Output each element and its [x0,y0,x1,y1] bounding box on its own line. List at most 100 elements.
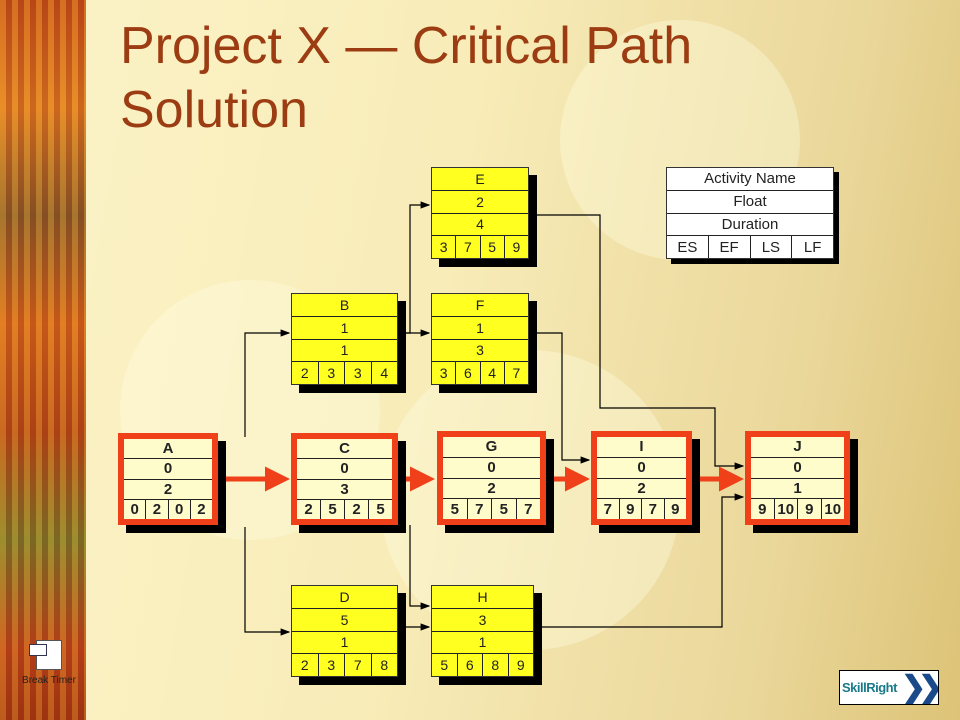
activity-lf: 7 [524,500,533,518]
activity-duration: 1 [751,479,844,500]
activity-duration: 2 [597,479,686,500]
activity-ls: 5 [481,236,505,258]
logo-text: SkillRight [842,680,897,695]
legend-ls: LS [751,236,793,258]
activity-ls: 9 [798,499,822,519]
document-icon [29,640,62,670]
decorative-strip [0,0,86,720]
slide-title: Project X — Critical Path Solution [120,17,693,139]
activity-name: G [443,437,540,458]
activity-duration: 3 [432,340,528,363]
activity-ef: 6 [458,654,483,676]
activity-ls: 2 [345,499,369,519]
activity-lf: 9 [516,657,525,674]
activity-lf: 2 [197,500,206,518]
activity-float: 0 [443,458,540,479]
activity-ef: 2 [146,499,169,519]
activity-float: 5 [292,609,397,632]
arrow-C-H [409,525,431,610]
activity-ef: 9 [620,499,642,519]
activity-es: 0 [124,499,147,519]
activity-es: 9 [751,499,775,519]
activity-duration: 3 [297,480,392,500]
activity-name: H [432,586,533,609]
activity-float: 2 [432,191,528,214]
activity-duration: 2 [443,479,540,500]
legend-lf: LF [803,238,822,256]
activity-ef: 6 [456,362,481,384]
activity-es: 2 [297,499,321,519]
activity-duration: 1 [292,632,397,655]
activity-float: 0 [124,459,212,480]
activity-ls: 4 [481,362,505,384]
activity-name: F [432,294,528,317]
activity-ef: 5 [321,499,345,519]
activity-ef: 3 [319,362,345,384]
activity-ef: 7 [456,236,481,258]
activity-lf: 4 [380,365,389,382]
activity-duration: 2 [124,480,212,500]
activity-lf: 9 [671,500,680,518]
legend-activity-name: Activity Name [667,168,833,191]
legend-es: ES [667,236,709,258]
activity-ls: 5 [492,499,517,519]
activity-ef: 3 [319,654,345,676]
arrow-H-J [534,493,745,628]
chevrons-icon: ❯❯❯ [900,671,938,704]
activity-name: E [432,168,528,191]
activity-float: 1 [292,317,397,340]
activity-es: 2 [292,654,319,676]
skillright-logo: SkillRight❯❯❯ [839,670,939,705]
activity-name: C [297,439,392,460]
activity-ls: 8 [483,654,509,676]
activity-lf: 9 [512,239,521,256]
arrow-A-B [244,329,291,437]
activity-float: 0 [597,458,686,479]
activity-ls: 0 [169,499,191,519]
activity-name: D [292,586,397,609]
arrow-E-J [529,214,745,470]
activity-ef: 10 [775,499,798,519]
activity-lf: 5 [376,500,385,518]
activity-es: 7 [597,499,620,519]
activity-duration: 1 [432,632,533,655]
activity-ef: 7 [468,499,492,519]
activity-ls: 7 [345,654,372,676]
activity-name: J [751,437,844,458]
arrow-A-D [244,527,291,636]
activity-es: 2 [292,362,319,384]
legend-ef: EF [709,236,751,258]
activity-float: 1 [432,317,528,340]
activity-float: 0 [297,459,392,480]
activity-duration: 1 [292,340,397,363]
activity-es: 5 [443,499,468,519]
activity-name: B [292,294,397,317]
legend-float: Float [667,191,833,214]
activity-float: 0 [751,458,844,479]
break-timer-label: Break Timer [22,675,76,686]
legend-duration: Duration [667,214,833,237]
activity-es: 3 [432,236,457,258]
activity-float: 3 [432,609,533,632]
activity-es: 3 [432,362,457,384]
activity-lf: 10 [824,500,842,518]
break-timer-shortcut[interactable]: Break Timer [14,640,84,688]
activity-name: I [597,437,686,458]
arrow-F-I [529,332,591,464]
activity-es: 5 [432,654,458,676]
activity-lf: 7 [512,365,521,382]
activity-lf: 8 [380,657,389,674]
legend-node: Activity Name Float Duration ES EF LS LF [666,167,839,264]
activity-duration: 4 [432,214,528,237]
